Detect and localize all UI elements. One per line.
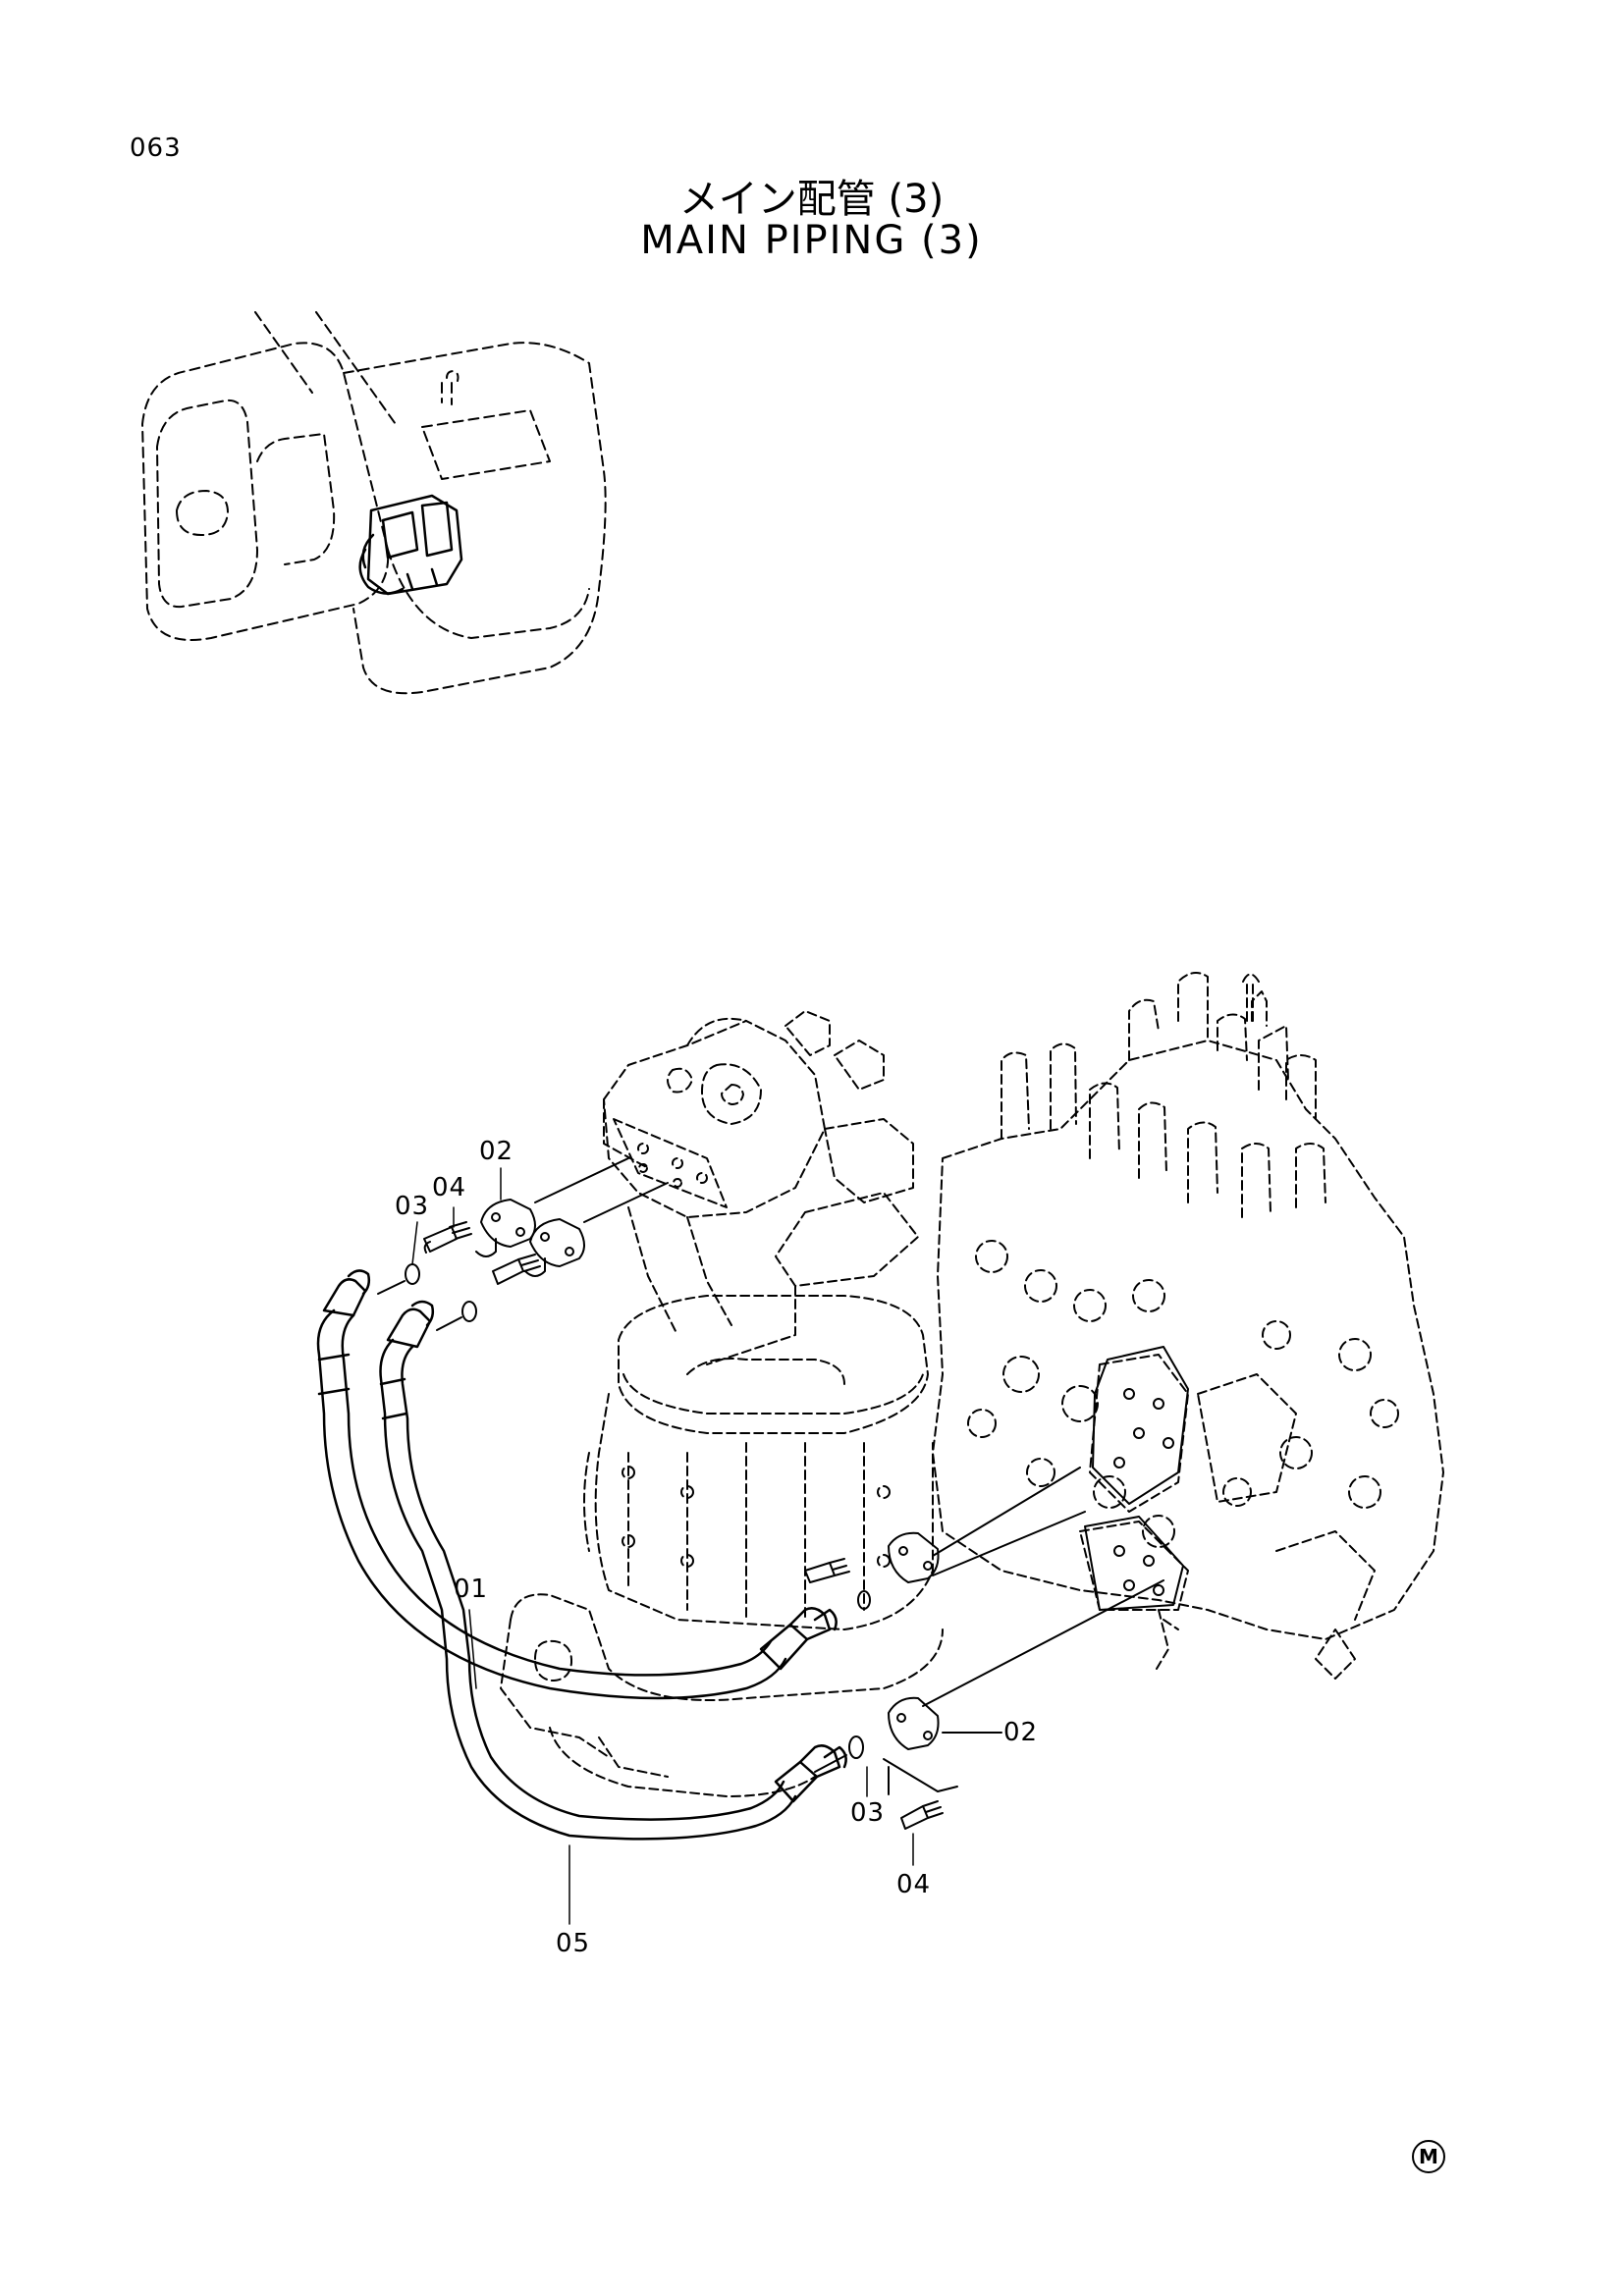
title-japanese: メイン配管 (3) — [678, 177, 945, 222]
page-number: 063 — [130, 133, 182, 163]
swing-motor — [500, 1010, 944, 1797]
hose-01 — [316, 1308, 838, 1700]
callout-04-upper: 04 — [432, 1173, 467, 1202]
callout-02-upper: 02 — [479, 1137, 514, 1166]
excavator-overview — [141, 311, 607, 695]
valve-face-plates — [1084, 1346, 1189, 1611]
callout-02-lower: 02 — [1003, 1718, 1039, 1747]
control-valve — [932, 972, 1444, 1680]
callout-03-upper: 03 — [395, 1192, 430, 1221]
callout-01: 01 — [454, 1575, 489, 1604]
callout-05: 05 — [556, 1929, 591, 1958]
callout-04-lower: 04 — [896, 1870, 932, 1899]
callout-leaders — [411, 1167, 914, 1925]
hose-fittings-top — [322, 1269, 435, 1349]
flanges-and-bolts — [377, 1157, 1164, 1830]
hose-05 — [379, 1338, 847, 1841]
overview-valve-highlight — [358, 494, 463, 596]
m-mark-icon: M — [1412, 2140, 1445, 2173]
title-english: MAIN PIPING (3) — [640, 218, 983, 263]
callout-03-lower: 03 — [850, 1798, 886, 1828]
